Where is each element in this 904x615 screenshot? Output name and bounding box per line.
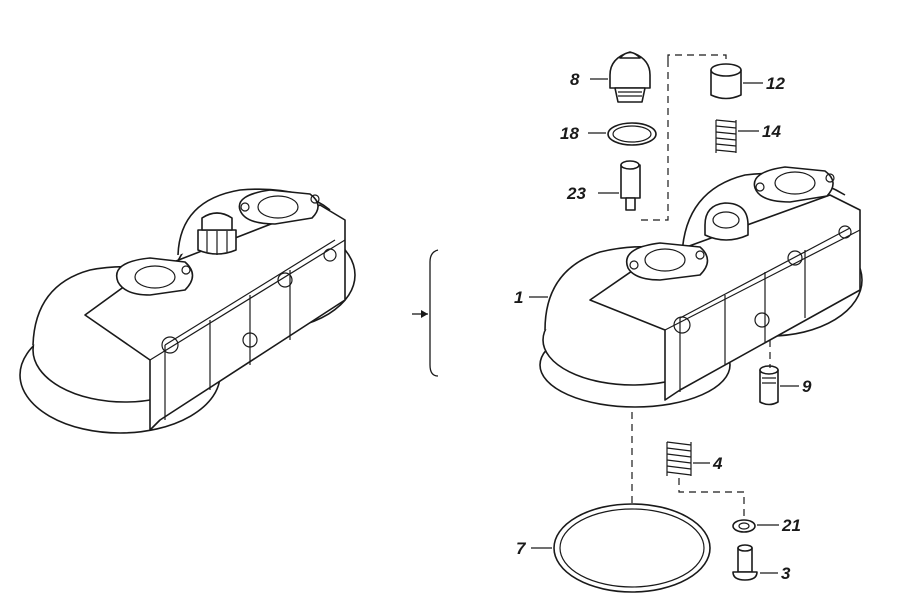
- part-14-spring: [715, 119, 737, 153]
- part-23-valve-stem: [620, 160, 641, 211]
- part-4-spring: [666, 441, 692, 476]
- callout-14: 14: [762, 122, 781, 141]
- assembly-lines: [631, 54, 771, 518]
- assembly-bracket: [412, 249, 439, 377]
- callout-labels: 8 12 18 14 23 1 9 4 7 21 3: [514, 70, 812, 583]
- callout-7: 7: [516, 539, 527, 558]
- callout-4: 4: [712, 454, 723, 473]
- assembled-filter-head: [19, 188, 356, 434]
- callout-3: 3: [781, 564, 791, 583]
- part-18-o-ring: [607, 122, 657, 146]
- part-9-check-valve: [759, 365, 779, 406]
- callout-1: 1: [514, 288, 523, 307]
- leader-lines: [529, 78, 799, 574]
- callout-23: 23: [566, 184, 586, 203]
- callout-21: 21: [781, 516, 801, 535]
- callout-18: 18: [560, 124, 579, 143]
- part-8-plug: [609, 51, 651, 103]
- part-3-pin: [732, 544, 758, 581]
- filter-head-housing: [539, 166, 863, 408]
- part-12-bushing: [710, 63, 742, 100]
- callout-8: 8: [570, 70, 580, 89]
- part-7-seal-ring: [553, 503, 711, 593]
- callout-12: 12: [766, 74, 785, 93]
- callout-9: 9: [802, 377, 812, 396]
- part-21-washer: [732, 519, 756, 533]
